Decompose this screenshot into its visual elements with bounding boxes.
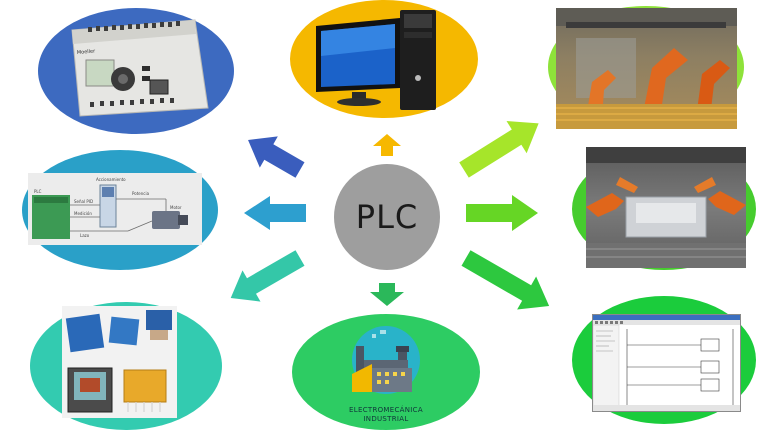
vfd-plc-label: PLC — [34, 189, 42, 194]
robot-line-photo-2 — [586, 147, 746, 268]
vfd-medicion-label: Medición — [74, 211, 92, 216]
vfd-senal-label: Señal PID — [74, 199, 93, 204]
arrow-robots-1 — [459, 121, 539, 178]
ladder-software-screenshot — [592, 314, 741, 412]
arrow-robots-2 — [466, 195, 538, 231]
electromech-caption: ELECTROMECÁNICA INDUSTRIAL — [306, 406, 466, 424]
arrow-controller — [248, 136, 305, 178]
vfd-potencia-label: Potencia — [132, 191, 150, 196]
robot-line-photo-1 — [556, 8, 737, 129]
vfd-diagram: PLC Accionamiento Señal PID Potencia Med… — [28, 173, 202, 245]
arrow-computer — [373, 134, 401, 156]
electromech-caption-line2: INDUSTRIAL — [363, 415, 409, 423]
arrow-electromech — [370, 283, 404, 306]
plc-brand-label: Moeller — [77, 48, 97, 56]
vfd-accionamiento-label: Accionamiento — [96, 177, 126, 182]
electromech-caption-line1: ELECTROMECÁNICA — [349, 406, 423, 414]
plc-center-label: PLC — [355, 198, 419, 236]
plc-center-node: PLC — [334, 164, 440, 270]
relays-photo — [62, 306, 177, 418]
vfd-motor-label: Motor — [170, 205, 182, 210]
vfd-lazo-label: Lazo — [80, 233, 90, 238]
arrow-software — [461, 250, 550, 310]
arrow-relays — [230, 250, 305, 302]
arrow-vfd — [244, 196, 306, 230]
